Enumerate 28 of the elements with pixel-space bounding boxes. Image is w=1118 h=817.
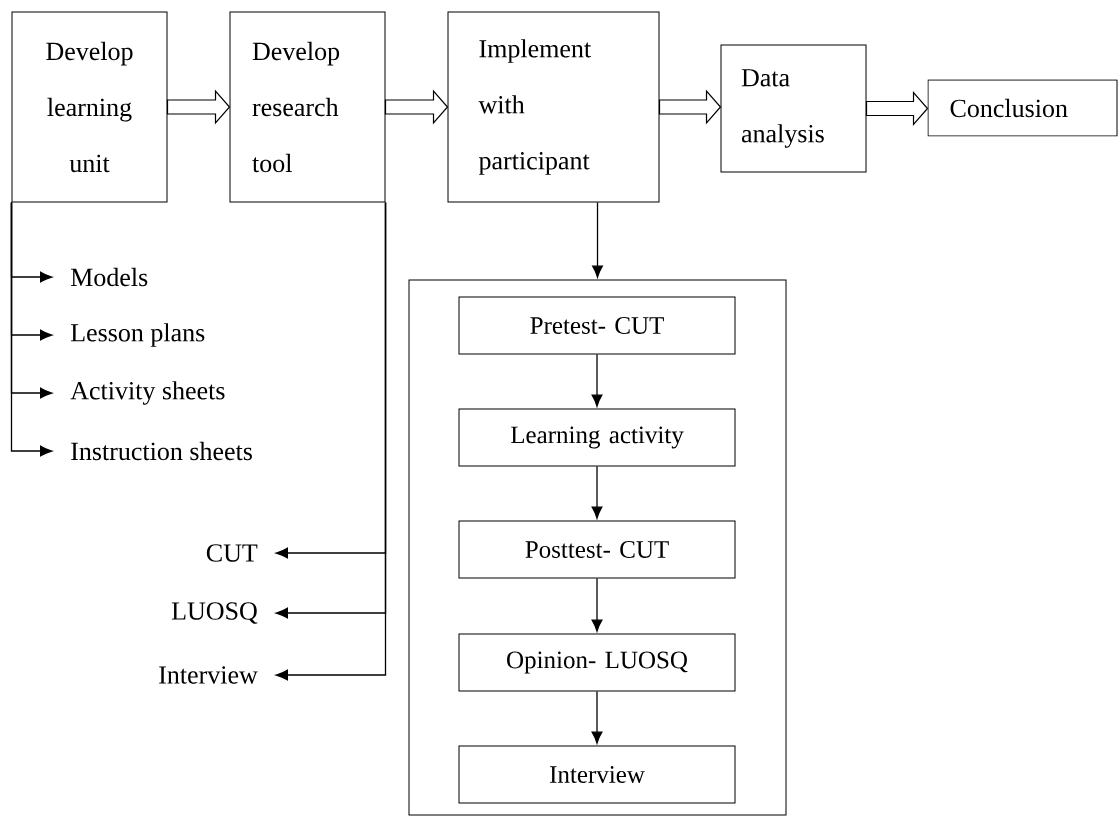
arrow: [592, 201, 603, 278]
process-box: Implement with participant: [447, 11, 660, 203]
item-label: CUT: [206, 544, 258, 562]
item-label: Interview: [159, 666, 258, 684]
block-arrow: [865, 90, 929, 127]
block-arrow: [384, 89, 449, 125]
block-arrow: [658, 89, 722, 125]
process-box: Data analysis: [720, 44, 867, 173]
step-box: Learning activity: [458, 408, 736, 467]
group-box: [408, 279, 787, 816]
process-box: Conclusion: [927, 79, 1118, 137]
block-arrow: [166, 89, 231, 125]
item-label: LUOSQ: [171, 602, 258, 624]
process-box: Develop research tool: [229, 11, 386, 203]
arrow: [10, 201, 53, 457]
arrow: [591, 465, 603, 519]
item-label: Activity sheets: [70, 381, 225, 405]
arrow: [591, 690, 603, 744]
process-box: Develop learning unit: [11, 11, 168, 203]
step-box: Opinion- LUOSQ: [458, 633, 736, 692]
step-box: Interview: [458, 745, 736, 804]
item-label: Instruction sheets: [71, 441, 252, 461]
item-label: Lesson plans: [70, 323, 205, 347]
item-label: Models: [70, 267, 148, 287]
arrow: [591, 353, 603, 407]
step-box: Pretest- CUT: [458, 296, 736, 355]
arrow: [591, 577, 603, 632]
step-box: Posttest- CUT: [458, 520, 736, 579]
